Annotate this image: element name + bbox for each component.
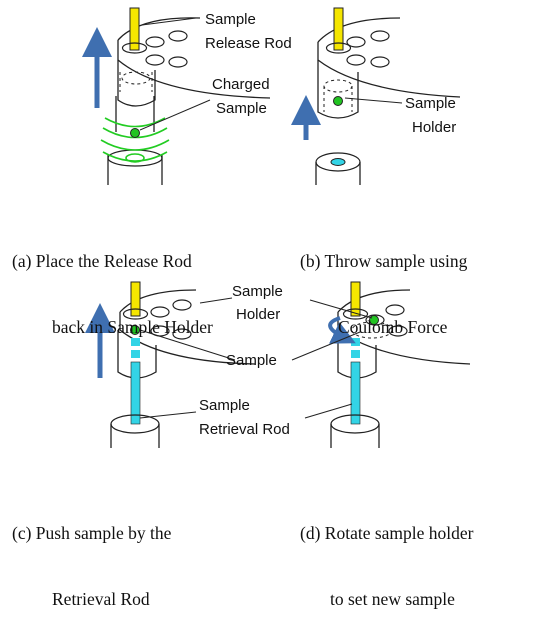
- panel-a: Sample Release Rod Charged Sample: [82, 7, 292, 185]
- label-holder-c-1: Sample: [232, 283, 283, 300]
- caption-b-line2: Coulomb Force: [338, 317, 448, 337]
- caption-d-line2: to set new sample: [330, 589, 455, 609]
- retrieval-rod: [130, 361, 141, 425]
- label-charged-2: Sample: [216, 100, 267, 117]
- label-holder-b-2: Holder: [412, 119, 456, 136]
- caption-c-line1: (c) Push sample by the: [12, 523, 172, 543]
- caption-c-line2: Retrieval Rod: [52, 589, 150, 609]
- panel-d: [291, 281, 471, 448]
- label-charged-1: Charged: [212, 76, 270, 93]
- label-sample-c: Sample: [226, 352, 277, 369]
- rotate-arrow-icon: [328, 316, 356, 344]
- label-release-rod-1: Sample: [205, 11, 256, 28]
- sample-b: [333, 96, 343, 106]
- label-release-rod-2: Release Rod: [205, 35, 292, 52]
- label-retrieval-2: Retrieval Rod: [199, 421, 290, 438]
- caption-a-line2: back in Sample Holder: [52, 317, 213, 337]
- caption-a: (a) Place the Release Rod back in Sample…: [12, 206, 213, 360]
- label-holder-c-2: Holder: [236, 306, 280, 323]
- release-rod: [129, 7, 140, 51]
- release-rod-b: [333, 7, 344, 51]
- release-rod-d: [350, 281, 361, 317]
- caption-d-line1: (d) Rotate sample holder: [300, 523, 474, 543]
- panel-c: Sample Holder Sample Sample Retrieval Ro…: [85, 281, 290, 448]
- caption-b-line1: (b) Throw sample using: [300, 251, 468, 271]
- caption-b: (b) Throw sample using Coulomb Force: [300, 206, 467, 360]
- panel-b: Sample Holder: [291, 7, 461, 185]
- label-retrieval-1: Sample: [199, 397, 250, 414]
- label-holder-b-1: Sample: [405, 95, 456, 112]
- retrieval-rod-d: [350, 361, 361, 425]
- release-rod-c: [130, 281, 141, 317]
- sample-c: [130, 325, 140, 335]
- caption-a-line1: (a) Place the Release Rod: [12, 251, 192, 271]
- charged-sample: [130, 128, 140, 138]
- caption-d: (d) Rotate sample holder to set new samp…: [300, 478, 474, 632]
- diagram-figure: Sample Release Rod Charged Sample Sample…: [12, 7, 474, 609]
- caption-c: (c) Push sample by the Retrieval Rod: [12, 478, 171, 632]
- holder-plate: [117, 40, 271, 99]
- diagram-svg: Sample Release Rod Charged Sample Sample…: [82, 7, 471, 448]
